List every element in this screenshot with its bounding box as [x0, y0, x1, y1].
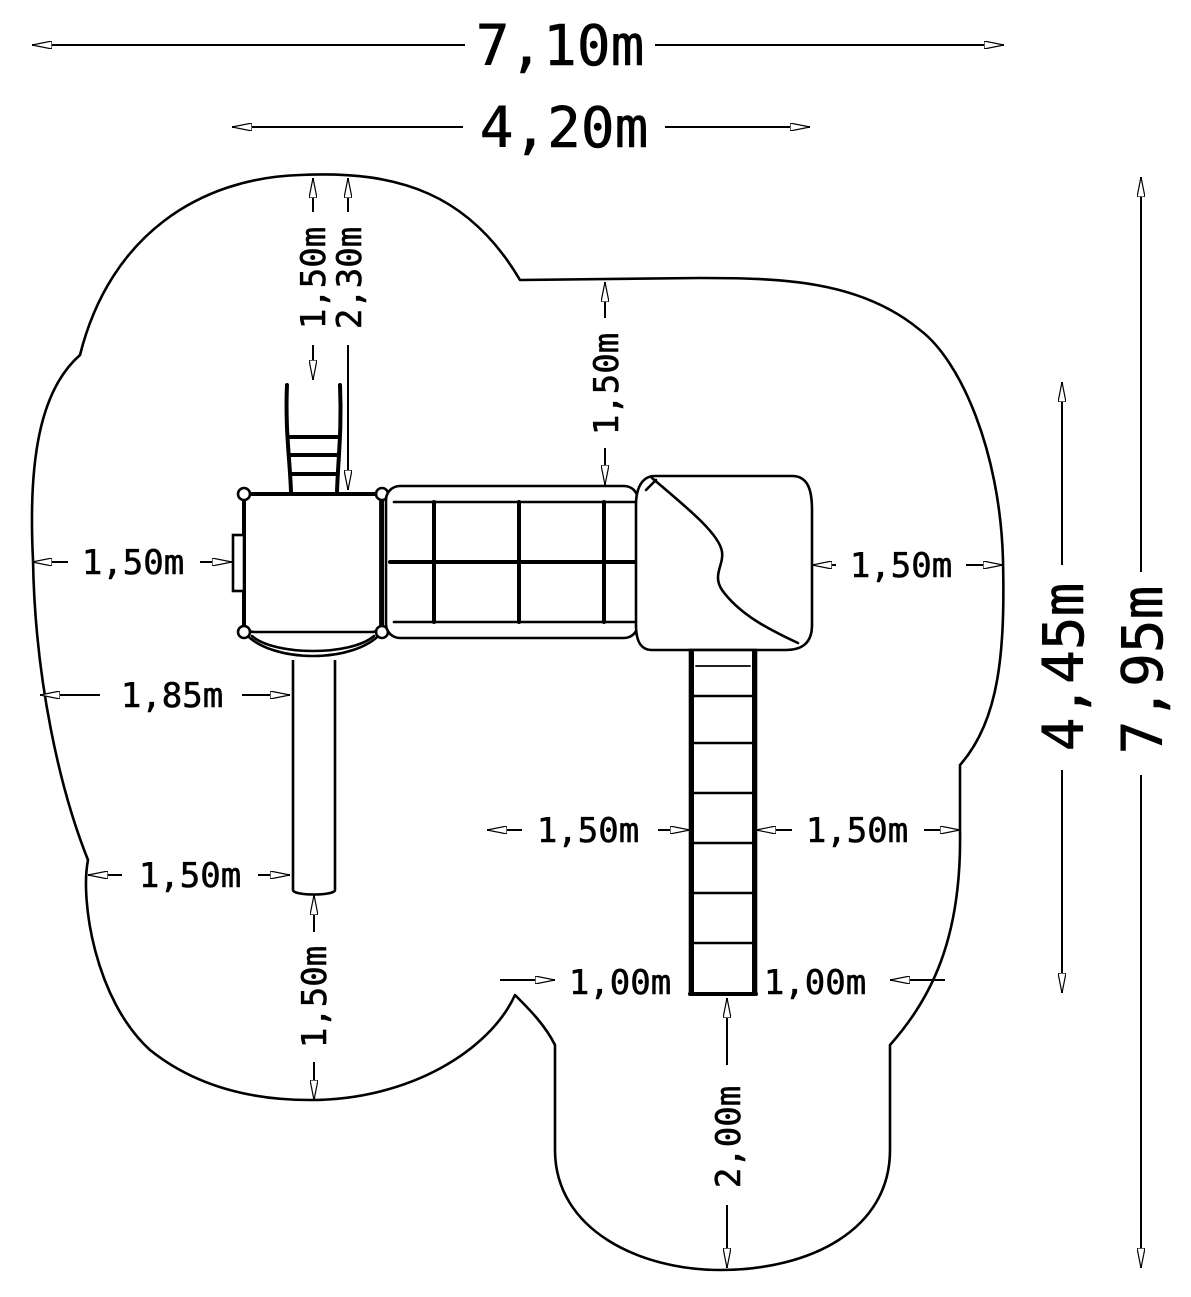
dim-right-slide-left-clearance: 1,50m	[487, 811, 690, 851]
dim-exit-left-width: 1,00m	[500, 963, 671, 1003]
left-tower	[231, 486, 390, 658]
dim-exit-right-width: 1,00m	[764, 963, 945, 1003]
structure-width-label: 4,20m	[480, 96, 649, 161]
top-ladder-length-label: 2,30m	[330, 227, 370, 329]
dim-right-slide-right-clearance: 1,50m	[756, 811, 960, 851]
dim-left-slide-clearance-upper: 1,85m	[40, 676, 290, 716]
exit-run-out-label: 2,00m	[709, 1086, 749, 1188]
top-ladder-clearance-label: 1,50m	[294, 227, 334, 329]
dim-exit-run-out: 2,00m	[709, 998, 749, 1268]
left-tower-clearance-label: 1,50m	[82, 543, 184, 583]
dim-left-tower-clearance: 1,50m	[32, 543, 232, 583]
dim-top-ladder-clearance: 1,50m	[294, 178, 334, 380]
right-slide-left-clearance-label: 1,50m	[537, 811, 639, 851]
dim-overall-depth: 7,95m	[1111, 177, 1176, 1268]
dim-structure-depth: 4,45m	[1032, 382, 1097, 993]
bridge	[384, 484, 640, 640]
dim-structure-width: 4,20m	[232, 96, 810, 161]
top-ladder	[284, 383, 343, 494]
left-slide-clearance-lower-label: 1,50m	[139, 856, 241, 896]
structure-depth-label: 4,45m	[1032, 583, 1097, 752]
right-slide	[688, 648, 758, 996]
exit-left-width-label: 1,00m	[569, 963, 671, 1003]
dim-right-platform-clearance: 1,50m	[812, 546, 1003, 586]
top-bridge-clearance-label: 1,50m	[587, 333, 627, 435]
right-platform-clearance-label: 1,50m	[850, 546, 952, 586]
right-platform	[634, 474, 814, 652]
slide-end-clearance-label: 1,50m	[295, 946, 335, 1048]
overall-depth-label: 7,95m	[1111, 586, 1176, 755]
dim-slide-end-clearance: 1,50m	[295, 895, 335, 1100]
exit-right-width-label: 1,00m	[764, 963, 866, 1003]
dim-top-bridge-clearance: 1,50m	[587, 282, 627, 485]
dim-overall-width: 7,10m	[32, 14, 1004, 79]
dim-left-slide-clearance-lower: 1,50m	[88, 856, 290, 896]
safety-area-outline	[30, 173, 1005, 1272]
overall-width-label: 7,10m	[476, 14, 645, 79]
left-slide-clearance-upper-label: 1,85m	[121, 676, 223, 716]
right-slide-right-clearance-label: 1,50m	[806, 811, 908, 851]
left-slide	[291, 660, 337, 896]
dim-top-ladder-length: 2,30m	[330, 178, 370, 490]
